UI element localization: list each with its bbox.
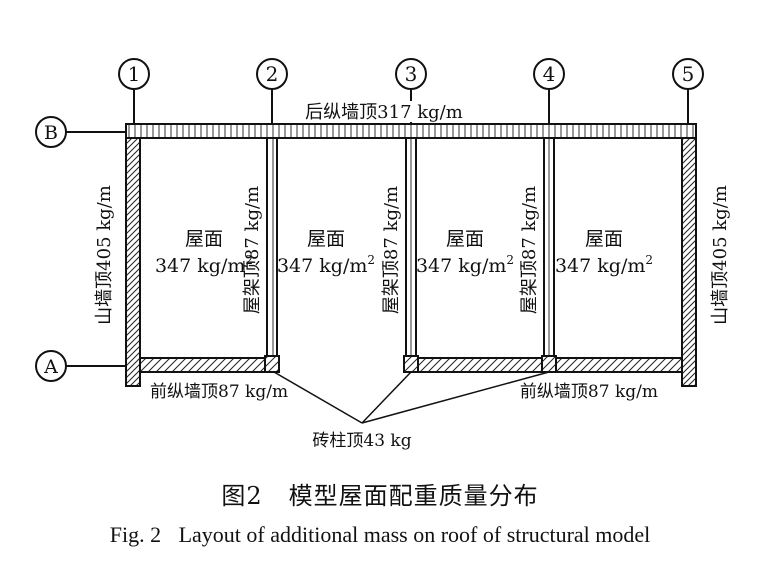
figure-title-cn: 模型屋面配重质量分布: [288, 482, 539, 510]
axis-label-2: 2: [266, 62, 279, 86]
roof-truss-2: [266, 137, 278, 359]
roof-bay-title: 屋面: [585, 228, 623, 250]
axis-label-1: 1: [128, 62, 141, 86]
brick-column-4: [541, 355, 557, 373]
gable-right-label: 山墙顶405 kg/m: [710, 185, 731, 325]
roof-bay-mass: 347 kg/m2: [416, 253, 514, 277]
roof-bay-title: 屋面: [185, 228, 223, 250]
axis-grid: 1 2 3 4 5 B A: [35, 58, 704, 382]
brick-column-3: [403, 355, 419, 373]
front-wall-bay-3: [417, 357, 543, 373]
figure-caption-english: Fig. 2 Layout of additional mass on roof…: [0, 522, 760, 548]
roof-truss-4: [543, 137, 555, 359]
axis-5: 5: [672, 58, 704, 124]
front-wall-bay-1: [139, 357, 266, 373]
roof-bay-2: 屋面 347 kg/m2: [277, 228, 375, 277]
figure-title-en: Layout of additional mass on roof of str…: [178, 522, 651, 547]
roof-bay-title: 屋面: [446, 228, 484, 250]
floor-plan-diagram: 1 2 3 4 5 B A: [35, 58, 731, 451]
roof-truss-3: [405, 137, 417, 359]
roof-bay-mass: 347 kg/m2: [555, 253, 653, 277]
front-wall-left-label: 前纵墙顶87 kg/m: [150, 382, 288, 402]
axis-A: A: [35, 350, 126, 382]
roof-bay-mass: 347 kg/m2: [277, 253, 375, 277]
rear-wall-beam: [125, 123, 697, 139]
figure-number-cn: 图2: [221, 482, 263, 510]
gable-wall-right: [681, 137, 697, 387]
rear-wall-label: 后纵墙顶317 kg/m: [305, 102, 463, 123]
axis-1: 1: [118, 58, 150, 124]
axis-label-3: 3: [405, 62, 418, 86]
figure-number-en: Fig. 2: [109, 522, 162, 547]
figure-caption-chinese: 图2 模型屋面配重质量分布: [0, 476, 760, 511]
roof-bay-3: 屋面 347 kg/m2: [416, 228, 514, 277]
axis-3: 3: [395, 58, 427, 124]
axis-4: 4: [533, 58, 565, 124]
axis-B: B: [35, 116, 126, 148]
gable-left-label: 山墙顶405 kg/m: [94, 185, 115, 325]
axis-label-A: A: [43, 356, 58, 378]
axis-label-B: B: [44, 122, 58, 144]
roof-bay-title: 屋面: [307, 228, 345, 250]
brick-column-label: 砖柱顶43 kg: [312, 431, 411, 451]
truss-3-label: 屋架顶87 kg/m: [381, 186, 402, 314]
roof-bay-1: 屋面 347 kg/m2: [155, 228, 253, 277]
roof-bay-4: 屋面 347 kg/m2: [555, 228, 653, 277]
truss-4-label: 屋架顶87 kg/m: [519, 186, 540, 314]
axis-label-5: 5: [682, 62, 695, 86]
gable-wall-left: [125, 137, 141, 387]
axis-label-4: 4: [543, 62, 556, 86]
front-wall-bay-4: [555, 357, 683, 373]
brick-column-leaders: [273, 371, 550, 424]
brick-column-2: [264, 355, 280, 373]
roof-bay-mass: 347 kg/m2: [155, 253, 253, 277]
front-wall-right-label: 前纵墙顶87 kg/m: [520, 382, 658, 402]
axis-2: 2: [256, 58, 288, 124]
truss-2-label: 屋架顶87 kg/m: [242, 186, 263, 314]
